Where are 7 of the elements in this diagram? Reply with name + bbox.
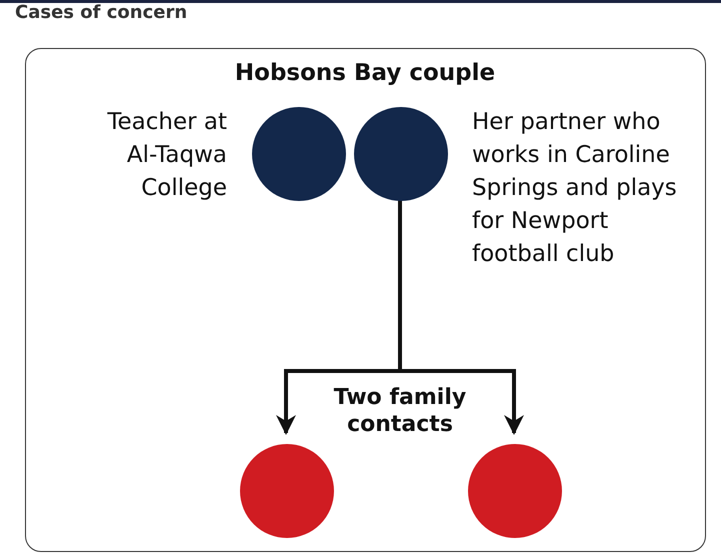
group-heading: Hobsons Bay couple: [234, 60, 496, 87]
description-text: Her partner who works in Caroline Springs and plays for Newport football club: [472, 108, 678, 269]
arrow: [398, 200, 524, 435]
chart-title: Cases of concern: [15, 2, 188, 23]
description-text: Teacher at Al-Taqwa College: [106, 108, 227, 203]
group-label: Two family contacts: [332, 384, 468, 438]
panel-frame: [25, 48, 706, 552]
